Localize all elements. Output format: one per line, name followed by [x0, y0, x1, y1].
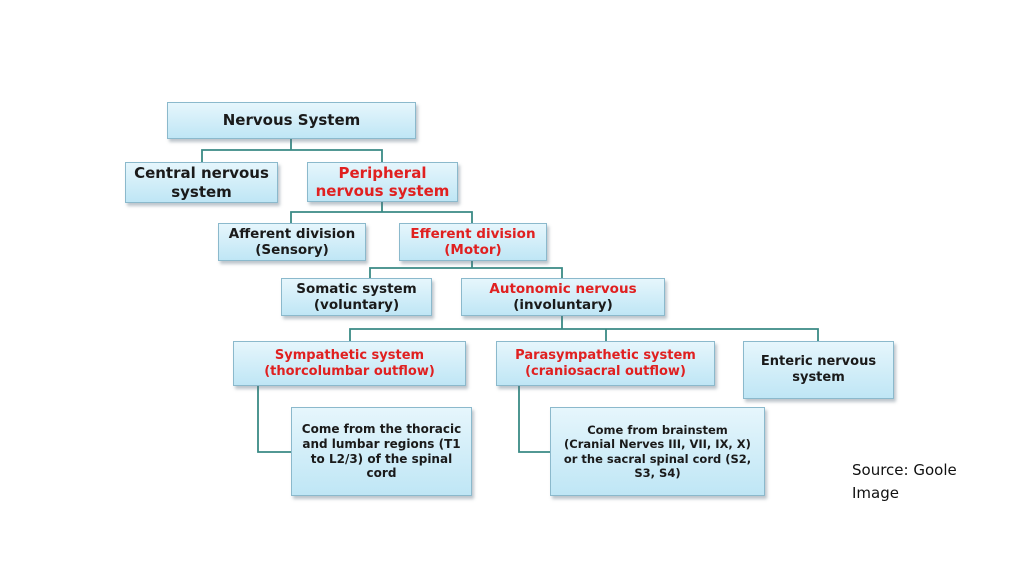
node-peripheral-nervous-system: Peripheral nervous system: [307, 162, 458, 202]
connector-peripheral-to-divisions: [290, 200, 473, 224]
node-autonomic-nervous: Autonomic nervous (involuntary): [461, 278, 665, 316]
node-autonomic-nervous-label: Autonomic nervous (involuntary): [489, 281, 636, 314]
node-nervous-system: Nervous System: [167, 102, 416, 139]
node-nervous-system-label: Nervous System: [222, 111, 361, 130]
node-central-nervous-system: Central nervous system: [125, 162, 278, 203]
source-caption: Source: Goole Image: [852, 461, 957, 502]
node-somatic-system: Somatic system (voluntary): [281, 278, 432, 316]
connector-efferent-to-systems: [369, 260, 563, 279]
node-sympathetic-system: Sympathetic system (thorcolumbar outflow…: [233, 341, 466, 386]
node-parasympathetic-system: Parasympathetic system (craniosacral out…: [496, 341, 715, 386]
node-sympathetic-note: Come from the thoracic and lumbar region…: [291, 407, 472, 496]
node-somatic-system-label: Somatic system (voluntary): [296, 280, 417, 313]
node-autonomic-nervous-subtitle: (involuntary): [513, 297, 613, 313]
node-central-nervous-system-label: Central nervous system: [134, 164, 269, 201]
node-autonomic-nervous-title: Autonomic nervous: [489, 280, 637, 297]
connector-autonomic-to-branches: [349, 316, 819, 342]
connector-sympathetic-to-note: [257, 385, 292, 453]
node-enteric-nervous-system-label: Enteric nervous system: [760, 354, 877, 385]
node-sympathetic-note-label: Come from the thoracic and lumbar region…: [301, 422, 462, 481]
connector-root-to-level1: [201, 138, 383, 163]
node-afferent-division-label: Afferent division (Sensory): [228, 225, 356, 258]
node-peripheral-nervous-system-label: Peripheral nervous system: [315, 163, 450, 200]
node-enteric-nervous-system: Enteric nervous system: [743, 341, 894, 399]
node-sympathetic-system-label: Sympathetic system (thorcolumbar outflow…: [264, 347, 435, 379]
node-afferent-division: Afferent division (Sensory): [218, 223, 366, 261]
node-parasympathetic-system-label: Parasympathetic system (craniosacral out…: [515, 347, 696, 379]
node-parasympathetic-note: Come from brainstem (Cranial Nerves III,…: [550, 407, 765, 496]
node-efferent-division-label: Efferent division (Motor): [410, 225, 536, 258]
node-parasympathetic-note-label: Come from brainstem (Cranial Nerves III,…: [563, 423, 752, 480]
node-efferent-division: Efferent division (Motor): [399, 223, 547, 261]
connector-parasympathetic-to-note: [518, 385, 552, 453]
